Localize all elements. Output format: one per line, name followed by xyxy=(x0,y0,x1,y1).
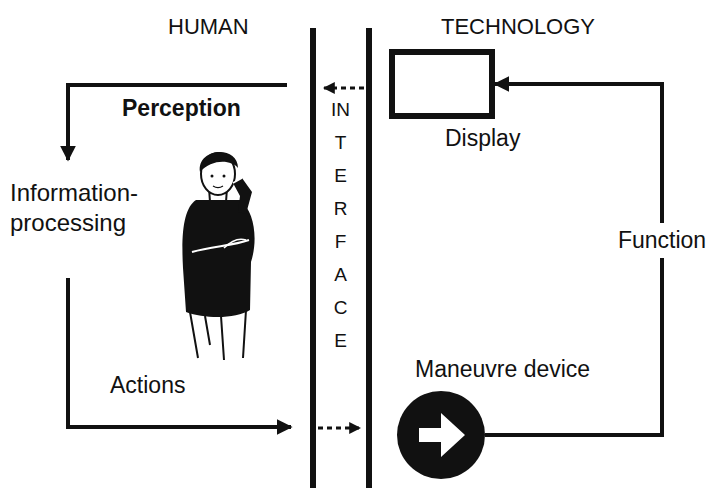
stage-label: Perception xyxy=(122,95,241,122)
node-label: Display xyxy=(445,125,520,152)
dotted-arrow xyxy=(324,87,364,90)
loop-arrow xyxy=(68,85,287,160)
edge-label: Function xyxy=(616,223,708,258)
dotted-arrow xyxy=(318,427,360,430)
interface-line xyxy=(366,28,372,488)
side-heading: TECHNOLOGY xyxy=(441,14,595,40)
person-figure xyxy=(182,152,254,360)
node-label: Maneuvre device xyxy=(415,356,590,383)
side-heading: HUMAN xyxy=(168,14,249,40)
display-box: Display xyxy=(389,49,495,119)
stage-label: Information- processing xyxy=(10,178,190,238)
device-symbol xyxy=(397,391,485,479)
loop-arrow xyxy=(68,278,291,427)
stage-label: Actions xyxy=(110,372,185,399)
interface-letters: INTERFACE xyxy=(331,93,350,357)
interface-line xyxy=(310,28,316,488)
maneuvre-device: Maneuvre device xyxy=(397,391,485,479)
